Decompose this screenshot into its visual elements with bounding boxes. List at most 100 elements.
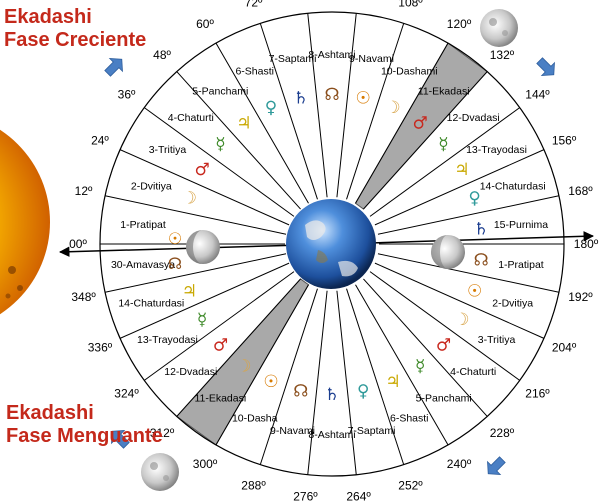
caption-line: Fase Creciente bbox=[4, 29, 147, 51]
tithi-label: 11-Ekadasi bbox=[418, 85, 470, 97]
jupiter-icon: ♃ bbox=[385, 372, 400, 392]
sector-divider bbox=[346, 23, 405, 200]
venus-icon: ♀ bbox=[357, 382, 369, 402]
arrow-icon bbox=[487, 456, 506, 475]
sector-divider bbox=[119, 262, 290, 339]
sector-divider bbox=[144, 107, 295, 217]
sector-divider bbox=[259, 23, 318, 200]
venus-icon: ♀ bbox=[468, 189, 480, 209]
degree-label: 216º bbox=[525, 386, 550, 400]
caption-line: Fase Menguante bbox=[6, 425, 163, 447]
sun-icon: ☉ bbox=[356, 88, 371, 108]
sun-illustration bbox=[0, 129, 50, 315]
degree-label: 336º bbox=[88, 340, 113, 354]
sector-divider bbox=[336, 13, 357, 198]
sector-divider bbox=[307, 13, 328, 198]
sector-divider bbox=[215, 42, 309, 204]
arrow-icon bbox=[536, 57, 555, 76]
tithi-label: 7-Saptami bbox=[348, 425, 396, 437]
sector-divider bbox=[307, 290, 328, 475]
tithi-label: 4-Chaturti bbox=[450, 366, 496, 378]
tithi-label: 4-Chaturti bbox=[168, 112, 214, 124]
degree-label: 00º bbox=[69, 237, 87, 251]
caption-line: Ekadashi bbox=[4, 6, 92, 28]
tithi-label: 6-Shasti bbox=[390, 413, 429, 425]
tithi-label: 5-Panchami bbox=[416, 393, 472, 405]
sector-divider bbox=[259, 288, 318, 465]
moon-right bbox=[431, 235, 465, 269]
jupiter-icon: ♃ bbox=[182, 281, 197, 301]
saturn-icon: ♄ bbox=[293, 88, 308, 108]
moon-icon: ☽ bbox=[385, 98, 400, 118]
sector-divider bbox=[176, 278, 301, 417]
caption-waxing-phase: Ekadashi Fase Creciente bbox=[4, 6, 146, 52]
tithi-label: 5-Panchami bbox=[192, 85, 248, 97]
sector-divider bbox=[176, 71, 301, 210]
degree-label: 228º bbox=[490, 426, 515, 440]
tithi-label: 12-Dvadasi bbox=[447, 112, 500, 124]
degree-label: 204º bbox=[552, 340, 577, 354]
tithi-label: 13-Trayodasi bbox=[466, 144, 527, 156]
moon-icon: ☽ bbox=[236, 356, 251, 376]
degree-label: 132º bbox=[490, 48, 515, 62]
sector-divider bbox=[377, 195, 560, 235]
sector-divider bbox=[104, 195, 287, 235]
jupiter-icon: ♃ bbox=[236, 114, 251, 134]
tithi-label: 2-Dvitiya bbox=[131, 180, 172, 192]
degree-label: 312º bbox=[150, 426, 175, 440]
sun-icon: ☉ bbox=[263, 372, 278, 392]
moon-icon: ☽ bbox=[182, 189, 197, 209]
tithi-label: 6-Shasti bbox=[235, 65, 274, 77]
degree-label: 72º bbox=[245, 0, 263, 9]
earth-image bbox=[286, 199, 376, 289]
tithi-label: 8-Ashtami bbox=[308, 49, 355, 61]
degree-label: 264º bbox=[346, 490, 371, 503]
tithi-label: 8-Ashtami bbox=[308, 429, 355, 441]
rahu-icon: ☊ bbox=[168, 254, 182, 273]
saturn-icon: ♄ bbox=[324, 385, 339, 405]
sun-icon: ☉ bbox=[467, 281, 482, 301]
degree-label: 192º bbox=[568, 290, 593, 304]
degree-label: 168º bbox=[568, 184, 593, 198]
tithi-label: 1-Pratipat bbox=[120, 219, 166, 231]
degree-label: 276º bbox=[293, 490, 318, 503]
degree-label: 156º bbox=[552, 134, 577, 148]
degree-label: 252º bbox=[398, 479, 423, 493]
new-moon-left bbox=[186, 230, 220, 264]
degree-label: 108º bbox=[398, 0, 423, 9]
full-moon-bottom bbox=[141, 453, 179, 491]
tithi-label: 9-Navami bbox=[270, 425, 315, 437]
tithi-label: 30-Amavasya bbox=[111, 259, 175, 271]
sector-divider bbox=[374, 262, 545, 339]
jupiter-icon: ♃ bbox=[454, 160, 469, 180]
sector-divider bbox=[377, 253, 560, 293]
rahu-icon: ☊ bbox=[474, 251, 489, 271]
venus-icon: ♀ bbox=[265, 98, 277, 118]
sector-divider bbox=[119, 149, 290, 226]
mercury-icon: ☿ bbox=[197, 310, 207, 330]
caption-waning-phase: Ekadashi Fase Menguante bbox=[6, 402, 163, 448]
mars-icon: ♂ bbox=[413, 114, 428, 134]
sector-divider bbox=[104, 253, 287, 293]
arrow-icon bbox=[104, 58, 123, 77]
sun-icon: ☉ bbox=[168, 229, 182, 248]
degree-label: 324º bbox=[114, 386, 139, 400]
tithi-label: 3-Tritiya bbox=[478, 334, 516, 346]
sector-divider bbox=[355, 42, 449, 204]
degree-label: 120º bbox=[447, 17, 472, 31]
tithi-label: 10-Dashami bbox=[381, 65, 438, 77]
tithi-label: 15-Purnima bbox=[494, 219, 548, 231]
mercury-icon: ☿ bbox=[415, 356, 425, 376]
tithi-label: 12-Dvadasi bbox=[164, 366, 217, 378]
saturn-icon: ♄ bbox=[474, 219, 489, 239]
sector-divider bbox=[369, 107, 520, 217]
mars-icon: ♂ bbox=[436, 335, 451, 355]
tithi-label: 11-Ekadasi bbox=[194, 393, 246, 405]
mercury-icon: ☿ bbox=[438, 135, 448, 155]
tithi-label: 3-Tritiya bbox=[149, 144, 187, 156]
tithi-label: 1-Pratipat bbox=[498, 259, 544, 271]
tithi-label: 13-Trayodasi bbox=[137, 334, 198, 346]
sector-divider bbox=[363, 71, 488, 210]
tithi-label: 7-Saptami bbox=[269, 53, 317, 65]
